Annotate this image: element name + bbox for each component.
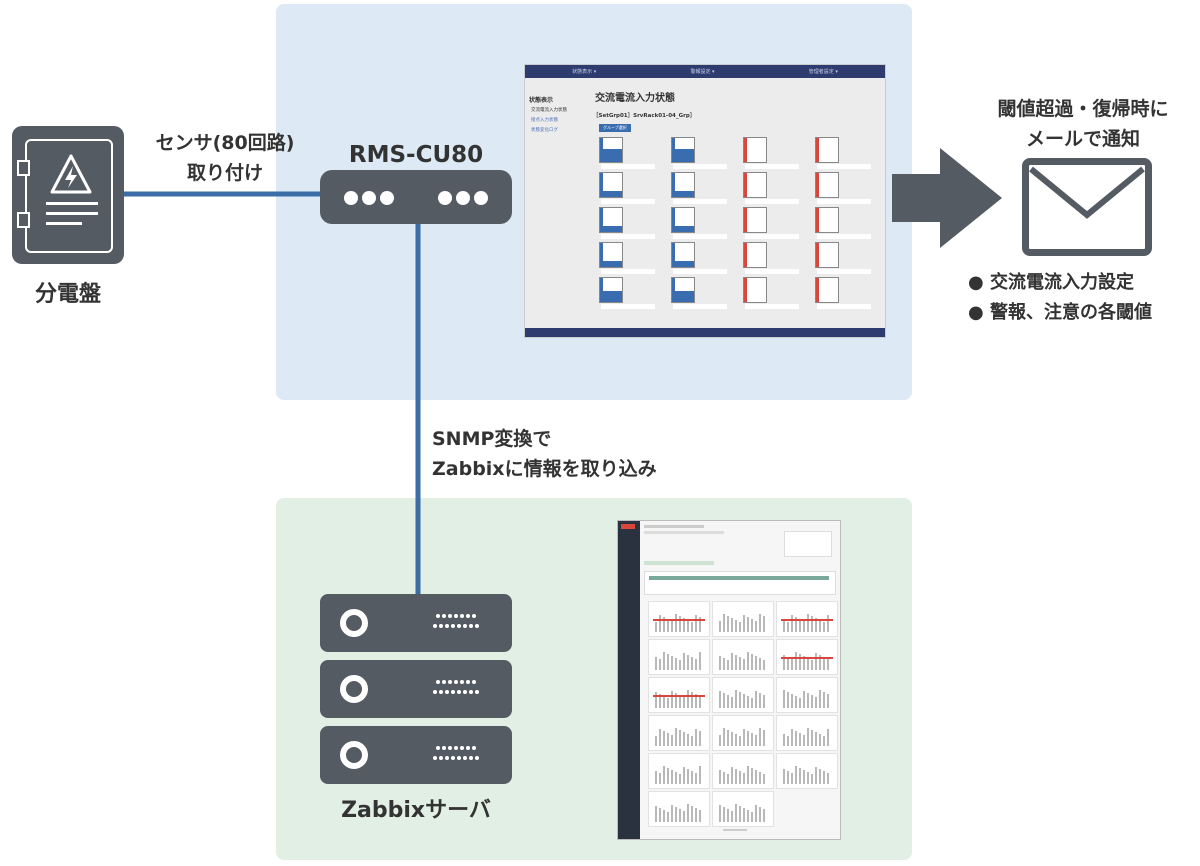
- notify-arrow: [892, 148, 1002, 248]
- notify-bullet: ● 交流電流入力設定: [968, 272, 1134, 293]
- current-meter-tile: [741, 240, 803, 274]
- rms-side-title: 状態表示: [529, 97, 554, 104]
- zabbix-graph-cell: [648, 639, 710, 675]
- notify-line1: 閾値超過・復帰時に: [997, 98, 1169, 120]
- current-meter-tile: [597, 275, 659, 309]
- current-meter-tile: [669, 240, 731, 274]
- current-meter-tile: [741, 170, 803, 204]
- notify-line2: メールで通知: [1025, 128, 1140, 150]
- zabbix-sidebar: [618, 521, 640, 839]
- zabbix-graph-cell: [648, 601, 710, 637]
- current-meter-tile: [669, 135, 731, 169]
- rms-side-item[interactable]: 接点入力状態: [531, 118, 558, 123]
- zabbix-graph-cell: [776, 715, 838, 751]
- rms-screen-title: 交流電流入力状態: [595, 93, 675, 104]
- current-meter-tile: [597, 205, 659, 239]
- current-meter-tile: [813, 275, 875, 309]
- rms-cu80-device-icon: [320, 170, 512, 224]
- rms-menu-item[interactable]: 管理者設定 ▾: [808, 69, 838, 75]
- rms-menu-item[interactable]: 状態表示 ▾: [572, 69, 597, 75]
- zabbix-graph-cell: [776, 753, 838, 789]
- sensor-label-line2: 取り付け: [186, 162, 263, 184]
- current-meter-tile: [813, 135, 875, 169]
- current-meter-tile: [597, 240, 659, 274]
- zabbix-graph-cell: [712, 791, 774, 827]
- zabbix-graph-cell: [776, 601, 838, 637]
- mail-envelope-icon: [1022, 158, 1152, 256]
- current-meter-tile: [813, 170, 875, 204]
- panelboard-icon: [12, 126, 124, 264]
- current-meter-tile: [741, 135, 803, 169]
- zabbix-graph-cell: [648, 677, 710, 713]
- device-label: RMS-CU80: [348, 142, 484, 168]
- rms-menu-item[interactable]: 警報設定 ▾: [690, 69, 715, 75]
- rms-status-screen: 状態表示 ▾ 警報設定 ▾ 管理者設定 ▾ 状態表示 交流電流入力状態 接点入力…: [524, 64, 886, 338]
- zabbix-graph-cell: [712, 753, 774, 789]
- snmp-label-line2: Zabbixに情報を取り込み: [432, 458, 657, 480]
- notify-bullet: ● 警報、注意の各閾値: [968, 302, 1152, 323]
- zabbix-dashboard-screen: [617, 520, 841, 840]
- server-unit-icon: [320, 594, 512, 652]
- current-meter-tile: [741, 275, 803, 309]
- server-unit-icon: [320, 660, 512, 718]
- current-meter-tile: [813, 205, 875, 239]
- zabbix-graph-cell: [712, 715, 774, 751]
- current-meter-tile: [597, 170, 659, 204]
- zabbix-graph-cell: [712, 677, 774, 713]
- current-meter-tile: [669, 275, 731, 309]
- lightning-warning-icon: [50, 154, 92, 194]
- zabbix-graph-cell: [776, 677, 838, 713]
- zabbix-graph-cell: [712, 601, 774, 637]
- current-meter-tile: [669, 170, 731, 204]
- zabbix-graph-cell: [776, 639, 838, 675]
- zabbix-graph-cell: [648, 791, 710, 827]
- panelboard-label: 分電盤: [34, 282, 101, 307]
- rms-group-select-button[interactable]: グループ選択: [599, 124, 631, 132]
- current-meter-tile: [597, 135, 659, 169]
- zabbix-top-graph: [644, 571, 836, 595]
- rms-menu-bar: 状態表示 ▾ 警報設定 ▾ 管理者設定 ▾: [525, 65, 885, 78]
- zabbix-graph-cell: [648, 753, 710, 789]
- zabbix-server-label: Zabbixサーバ: [341, 798, 491, 823]
- rms-side-item[interactable]: 状態変化ログ: [531, 128, 558, 133]
- snmp-label-line1: SNMP変換で: [432, 428, 552, 450]
- current-meter-tile: [813, 240, 875, 274]
- current-meter-tile: [669, 205, 731, 239]
- rms-side-item[interactable]: 交流電流入力状態: [531, 108, 567, 113]
- zabbix-graph-cell: [648, 715, 710, 751]
- zabbix-graph-cell: [712, 639, 774, 675]
- current-meter-tile: [741, 205, 803, 239]
- sensor-label-line1: センサ(80回路): [155, 132, 295, 154]
- server-unit-icon: [320, 726, 512, 784]
- rms-group-label: ［SetGrp01］SrvRack01-04_Grp］: [593, 113, 696, 119]
